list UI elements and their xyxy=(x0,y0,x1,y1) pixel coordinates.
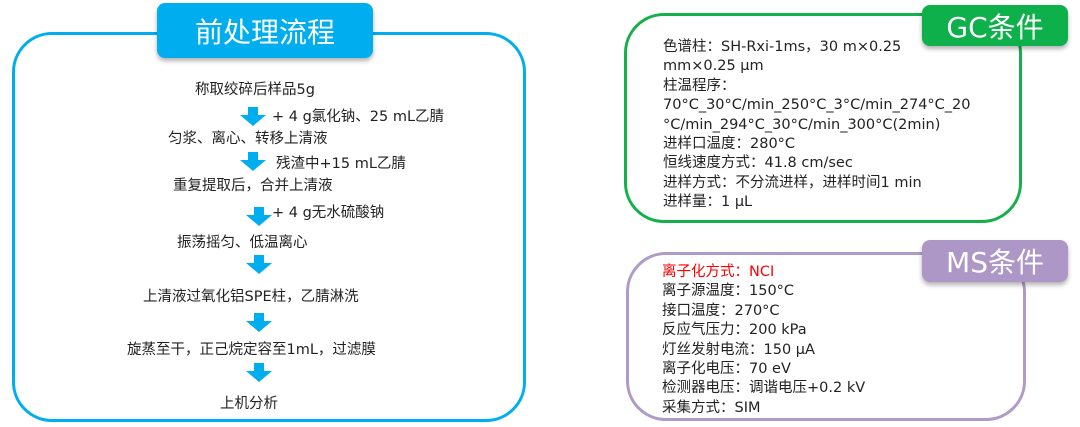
arrow-label-2: 残渣中+15 mL乙腈 xyxy=(276,156,406,172)
step-6: 旋蒸至干，正己烷定容至1mL，过滤膜 xyxy=(127,342,376,358)
ms-line: 离子源温度：150°C xyxy=(662,283,795,300)
gc-line: 恒线速度方式：41.8 cm/sec xyxy=(663,155,853,172)
step-4: 振荡摇匀、低温离心 xyxy=(177,235,308,251)
ms-title: MS条件 xyxy=(922,240,1068,282)
pretreatment-title: 前处理流程 xyxy=(157,3,373,58)
gc-panel xyxy=(624,13,1022,223)
step-7: 上机分析 xyxy=(220,396,278,412)
arrow-down-icon xyxy=(240,152,266,171)
gc-line: 进样量：1 µL xyxy=(663,194,753,211)
ms-line: 接口温度：270°C xyxy=(662,302,780,319)
arrow-down-icon xyxy=(240,107,266,126)
ms-line: 检测器电压：调谐电压+0.2 kV xyxy=(662,380,866,397)
arrow-down-icon xyxy=(246,207,272,226)
ms-ionization-mode: 离子化方式：NCI xyxy=(662,264,775,280)
arrow-down-icon xyxy=(246,255,272,274)
step-5: 上清液过氧化铝SPE柱，乙腈淋洗 xyxy=(143,289,359,305)
gc-line: 柱温程序： xyxy=(663,77,736,94)
ms-line: 灯丝发射电流：150 µA xyxy=(662,341,815,358)
ms-line: 采集方式：SIM xyxy=(662,399,761,416)
gc-line: 进样口温度：280°C xyxy=(663,136,796,153)
gc-line: mm×0.25 µm xyxy=(663,58,764,75)
ms-line: 离子化电压：70 eV xyxy=(662,361,791,378)
step-2: 匀浆、离心、转移上清液 xyxy=(168,131,328,147)
gc-line: 进样方式：不分流进样，进样时间1 min xyxy=(663,174,922,191)
step-1: 称取绞碎后样品5g xyxy=(195,82,315,98)
step-3: 重复提取后，合并上清液 xyxy=(173,178,333,194)
ms-line: 反应气压力：200 kPa xyxy=(662,322,807,339)
gc-line: 70°C_30°C/min_250°C_3°C/min_274°C_20 xyxy=(663,97,971,114)
gc-line: °C/min_294°C_30°C/min_300°C(2min) xyxy=(663,116,941,133)
arrow-down-icon xyxy=(246,363,272,382)
gc-conditions: 色谱柱：SH-Rxi-1ms，30 m×0.25 mm×0.25 µm 柱温程序… xyxy=(663,38,971,213)
gc-title: GC条件 xyxy=(922,5,1068,46)
arrow-label-1: + 4 g氯化钠、25 mL乙腈 xyxy=(272,109,445,125)
gc-line: 色谱柱：SH-Rxi-1ms，30 m×0.25 xyxy=(663,39,902,55)
ms-conditions: 离子化方式：NCI 离子源温度：150°C 接口温度：270°C 反应气压力：2… xyxy=(662,263,865,418)
arrow-label-3: + 4 g无水硫酸钠 xyxy=(272,205,385,221)
arrow-down-icon xyxy=(246,313,272,332)
ms-panel xyxy=(626,252,1026,421)
